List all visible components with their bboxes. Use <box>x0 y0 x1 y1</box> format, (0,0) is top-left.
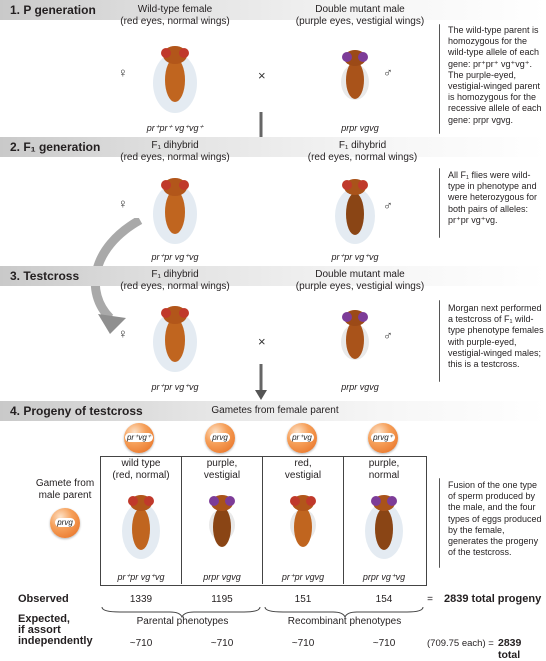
gametes-female-label: Gametes from female parent <box>190 405 360 417</box>
female-gamete-3: pr⁺vg <box>287 423 317 453</box>
section2-title: 2. F₁ generation <box>10 140 100 154</box>
phenotype-3: red, vestigial <box>262 458 344 482</box>
observed-1: 1339 <box>100 594 182 605</box>
observed-label: Observed <box>18 593 69 605</box>
s3-right-label: Double mutant male (purple eyes, vestigi… <box>275 269 445 293</box>
s2-left-label: F₁ dihybrid (red eyes, normal wings) <box>95 140 255 164</box>
s2-brace <box>439 168 440 238</box>
section3-band <box>0 266 546 286</box>
phenotype-1: wild type (red, normal) <box>100 458 182 482</box>
arrow-down-3 <box>254 364 268 400</box>
s3-left-genotype: pr⁺pr vg⁺vg <box>105 382 245 393</box>
phenotype-4: purple, normal <box>343 458 425 482</box>
s1-brace <box>439 24 440 134</box>
female-gamete-1: pr⁺vg⁺ <box>124 423 154 453</box>
expected-each: (709.75 each) = <box>427 638 494 649</box>
phenotype-2: purple, vestigial <box>181 458 263 482</box>
recombinant-label: Recombinant phenotypes <box>262 616 427 627</box>
progeny-fly-1 <box>111 485 171 565</box>
progeny-genotype-4: prpr vg⁺vg <box>343 572 425 583</box>
female-symbol-2: ♀ <box>118 196 128 211</box>
progeny-fly-3 <box>273 485 333 565</box>
male-symbol-2: ♂ <box>383 198 393 213</box>
expected-4: ~710 <box>343 638 425 649</box>
progeny-fly-4 <box>354 485 414 565</box>
section4-title: 4. Progeny of testcross <box>10 404 143 418</box>
s1-note: The wild-type parent is homozygous for t… <box>448 25 544 126</box>
s3-male-fly <box>325 300 385 375</box>
s2-male-fly <box>322 168 388 250</box>
s3-female-fly <box>140 296 210 378</box>
progeny-genotype-2: prpr vgvg <box>181 572 263 582</box>
expected-label: Expected, if assort independently <box>18 614 93 647</box>
progeny-fly-2 <box>192 485 252 565</box>
male-symbol: ♂ <box>383 65 393 80</box>
female-symbol: ♀ <box>118 65 128 80</box>
female-gamete-2: prvg <box>205 423 235 453</box>
expected-1: ~710 <box>100 638 182 649</box>
cross-symbol-3: × <box>258 334 266 349</box>
observed-4: 154 <box>343 594 425 605</box>
observed-2: 1195 <box>181 594 263 605</box>
observed-total: 2839 total progeny <box>444 593 541 605</box>
s1-left-label: Wild-type female (red eyes, normal wings… <box>95 4 255 28</box>
s1-right-genotype: prpr vgvg <box>290 123 430 133</box>
section3-title: 3. Testcross <box>10 269 79 283</box>
s2-right-genotype: pr⁺pr vg⁺vg <box>285 252 425 263</box>
cross-symbol: × <box>258 68 266 83</box>
s2-right-label: F₁ dihybrid (red eyes, normal wings) <box>280 140 445 164</box>
s4-note: Fusion of the one type of sperm produced… <box>448 480 544 558</box>
s3-brace <box>439 300 440 382</box>
expected-total: 2839 total <box>498 637 546 661</box>
s2-note: All F₁ flies were wild-type in phenotype… <box>448 170 544 226</box>
expected-2: ~710 <box>181 638 263 649</box>
parental-label: Parental phenotypes <box>100 616 265 627</box>
observed-3: 151 <box>262 594 344 605</box>
expected-3: ~710 <box>262 638 344 649</box>
s1-left-genotype: pr⁺pr⁺ vg⁺vg⁺ <box>105 123 245 134</box>
s3-note: Morgan next performed a testcross of F₁ … <box>448 303 544 370</box>
female-gamete-4: prvg⁺ <box>368 423 398 453</box>
s1-female-fly <box>140 35 210 120</box>
s1-right-label: Double mutant male (purple eyes, vestigi… <box>275 4 445 28</box>
s2-female-fly <box>140 168 210 250</box>
female-symbol-3: ♀ <box>118 326 128 341</box>
male-gamete-label: Gamete from male parent <box>30 478 100 502</box>
s4-brace <box>439 478 440 568</box>
s3-right-genotype: prpr vgvg <box>290 382 430 392</box>
s1-male-fly <box>325 40 385 115</box>
male-gamete: prvg <box>50 508 80 538</box>
observed-equals: = <box>424 594 436 605</box>
progeny-genotype-3: pr⁺pr vgvg <box>262 572 344 583</box>
section1-title: 1. P generation <box>10 3 96 17</box>
progeny-genotype-1: pr⁺pr vg⁺vg <box>100 572 182 583</box>
male-symbol-3: ♂ <box>383 328 393 343</box>
s3-left-label: F₁ dihybrid (red eyes, normal wings) <box>95 269 255 293</box>
